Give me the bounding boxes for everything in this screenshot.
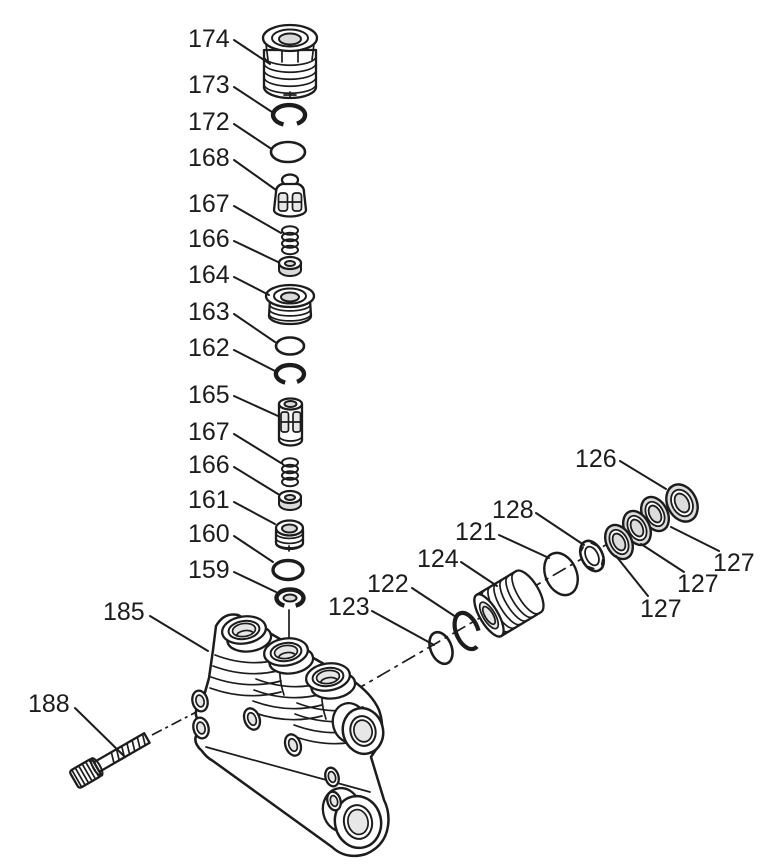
manifold-side-port (331, 702, 385, 756)
part-label-188: 188 (28, 690, 70, 718)
leader-line-123 (371, 610, 435, 646)
part-166-valve-cap-lower (277, 489, 303, 511)
leader-line-127 (670, 526, 720, 552)
part-122-support-ring (452, 610, 481, 652)
part-label-159: 159 (188, 556, 230, 584)
part-label-164: 164 (188, 261, 230, 289)
part-label-128: 128 (492, 496, 534, 524)
part-121-o-ring (543, 551, 579, 597)
leader-line-162 (233, 349, 276, 372)
part-164-valve-seat (264, 283, 316, 326)
leader-line-121 (498, 534, 550, 559)
manifold-bosses (191, 689, 342, 812)
part-label-160: 160 (188, 520, 230, 548)
part-166-valve-cap-upper (277, 255, 303, 277)
part-label-126: 126 (575, 445, 617, 473)
leader-line-127 (615, 555, 649, 597)
leader-line-164 (233, 276, 270, 296)
part-label-167: 167 (188, 190, 230, 218)
leader-line-126 (619, 460, 667, 490)
part-127-ring-left (603, 523, 635, 561)
manifold-top-bores (220, 615, 357, 700)
part-165-valve-cage (277, 397, 304, 447)
part-163-o-ring (274, 336, 306, 356)
leader-line-128 (535, 512, 585, 546)
leader-line-167 (233, 433, 282, 464)
part-label-127: 127 (640, 595, 682, 623)
part-label-161: 161 (188, 486, 230, 514)
part-167-spring-upper (281, 225, 299, 256)
part-label-167: 167 (188, 418, 230, 446)
part-label-162: 162 (188, 334, 230, 362)
part-128-seal-ring (578, 539, 606, 573)
part-label-124: 124 (417, 545, 459, 573)
part-126-grooved-ring (665, 483, 699, 523)
part-label-127: 127 (677, 570, 719, 598)
part-label-166: 166 (188, 451, 230, 479)
part-159-retaining-clip (274, 587, 306, 608)
seal-train (428, 483, 699, 666)
leader-line-122 (411, 587, 457, 618)
part-label-165: 165 (188, 381, 230, 409)
part-168-valve (272, 173, 308, 218)
part-label-166: 166 (188, 225, 230, 253)
leader-line-168 (233, 159, 277, 191)
leader-line-167 (233, 205, 282, 234)
leader-line-124 (460, 561, 498, 587)
part-123-o-ring (428, 630, 454, 666)
part-161-plug (274, 519, 305, 552)
part-173-split-ring (270, 102, 308, 127)
part-label-174: 174 (188, 25, 230, 53)
part-162-split-ring (273, 362, 307, 385)
leader-line-163 (233, 313, 276, 343)
part-label-173: 173 (188, 71, 230, 99)
leader-line-166 (233, 240, 279, 263)
leader-line-165 (233, 395, 279, 417)
part-label-127: 127 (713, 549, 755, 577)
part-167-spring-lower (281, 457, 299, 488)
leader-line-173 (233, 86, 273, 113)
leader-line-127 (640, 543, 685, 573)
leader-line-188 (74, 707, 125, 757)
part-label-168: 168 (188, 144, 230, 172)
part-label-122: 122 (367, 570, 409, 598)
part-label-121: 121 (455, 518, 497, 546)
part-label-123: 123 (328, 593, 370, 621)
part-124-gland-plug (473, 569, 545, 638)
part-172-o-ring (269, 140, 307, 164)
part-label-163: 163 (188, 298, 230, 326)
leader-line-160 (233, 535, 274, 563)
part-label-172: 172 (188, 108, 230, 136)
leader-line-161 (233, 501, 276, 525)
leader-line-174 (233, 39, 271, 65)
leader-line-185 (149, 615, 209, 652)
leader-line-172 (233, 123, 271, 149)
leader-line-166 (233, 466, 279, 495)
leader-line-159 (233, 571, 277, 593)
part-160-o-ring (271, 558, 305, 582)
part-185-manifold-body (191, 613, 390, 858)
valve-stack (261, 23, 319, 608)
part-label-185: 185 (103, 598, 145, 626)
part-174-plug (261, 23, 319, 100)
callout-layer: 174 173 172 168 167 166 164 163 162 165 167 166 161 1… (28, 25, 755, 757)
